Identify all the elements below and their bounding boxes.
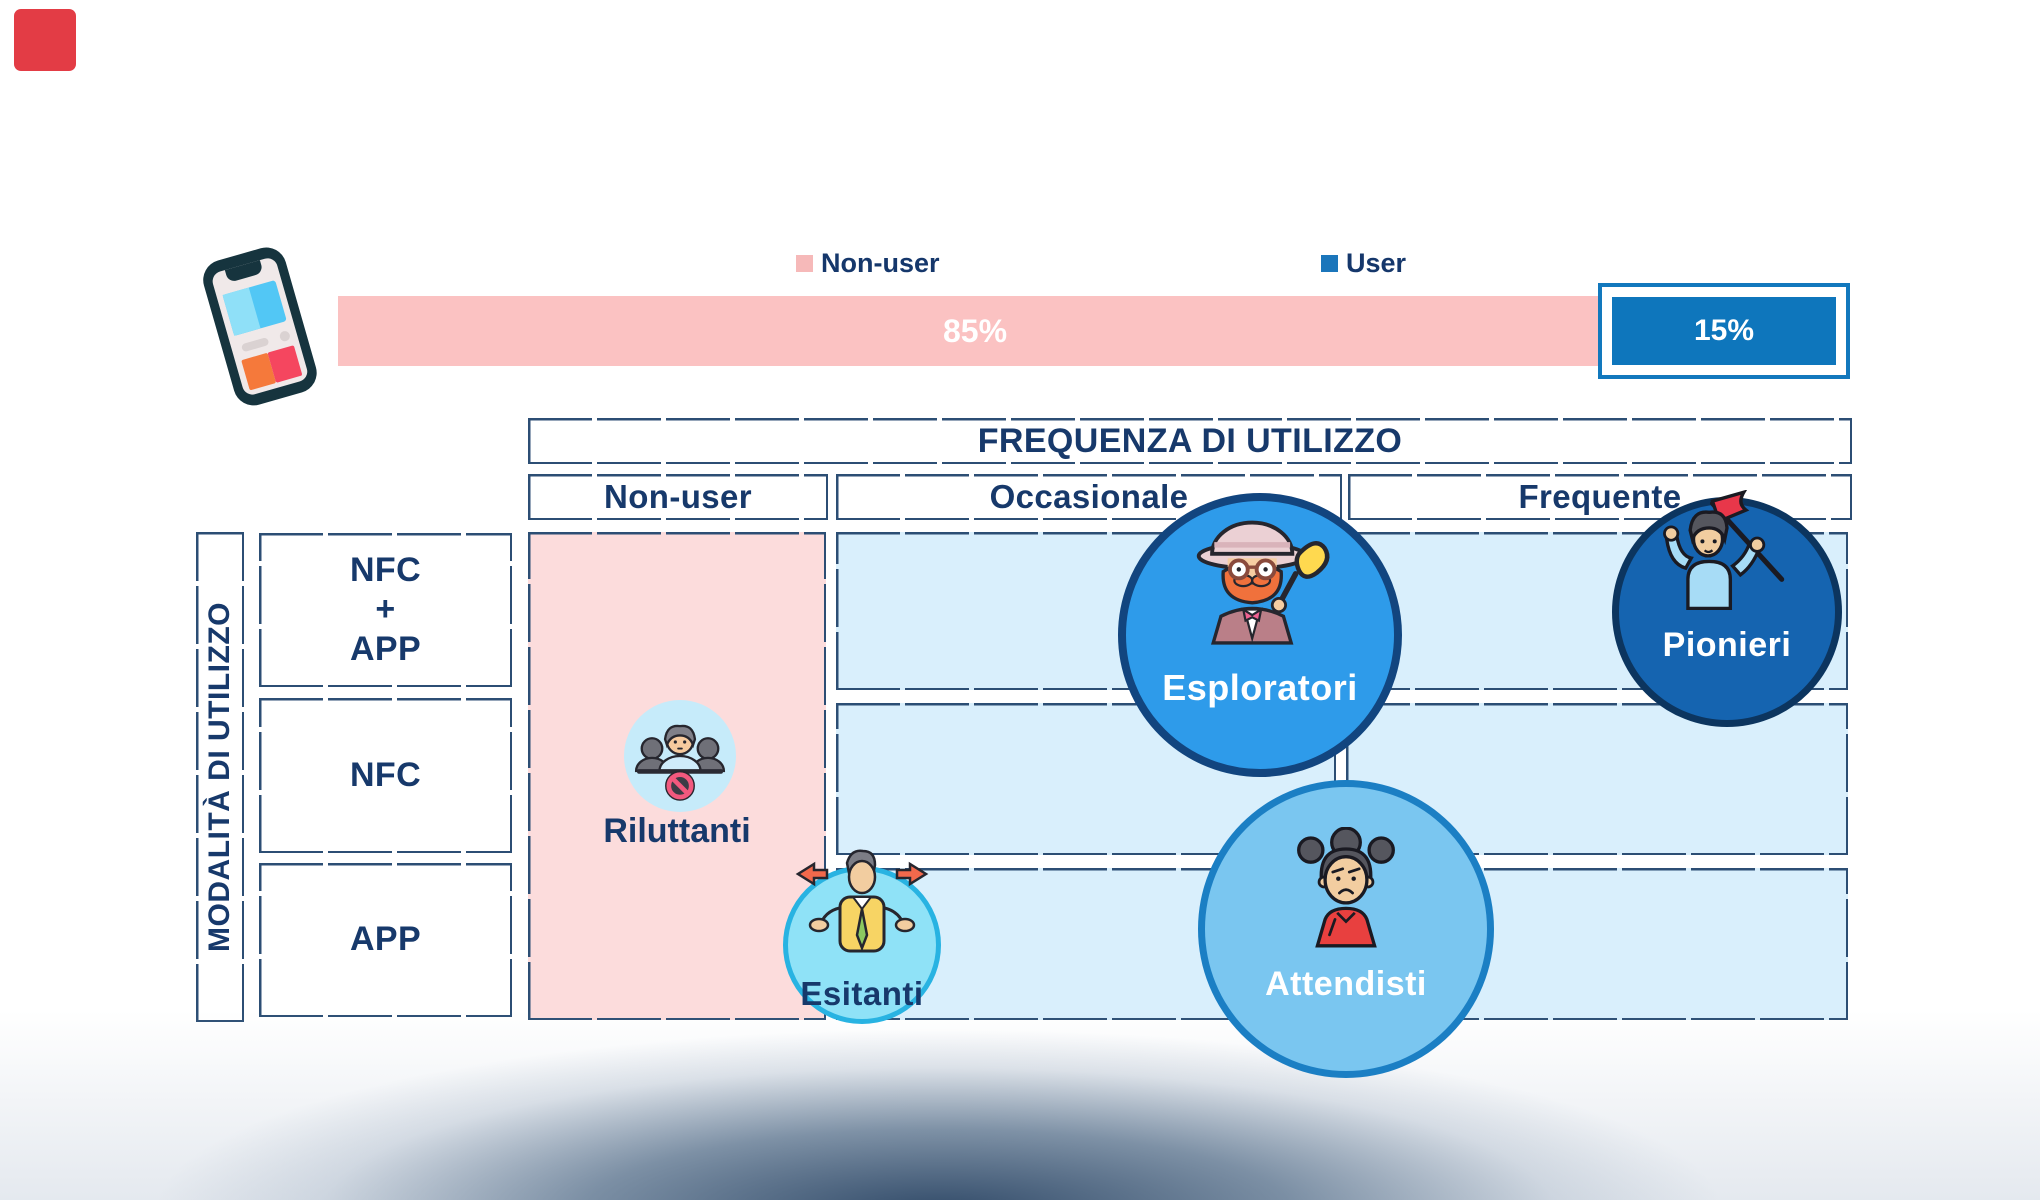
riluttanti-icon-circle [624,700,736,812]
non-user-bar-segment: 85% [338,296,1612,366]
pionieri-label: Pionieri [1662,626,1792,664]
modality-header-label: MODALITÀ DI UTILIZZO [203,602,236,952]
pionieri-bubble: Pionieri [1612,490,1842,727]
non-user-swatch [796,254,813,272]
explorer-icon [1196,520,1330,645]
row-header-nfc: NFC [259,698,512,853]
user-bar-highlight-box: 15% [1598,283,1850,379]
shrugging-person-icon [795,849,929,953]
legend-non-user-label: Non-user [821,247,940,278]
column-header-occasionale-label: Occasionale [989,478,1189,515]
legend-user: User [1321,248,1406,278]
red-corner-mark [14,9,76,71]
riluttanti-label: Riluttanti [528,812,826,851]
user-bar-segment: 15% [1612,297,1836,365]
modality-header: MODALITÀ DI UTILIZZO [196,532,244,1022]
row-header-nfc-label: NFC [349,755,422,794]
smartphone-icon [183,246,333,408]
flag-bearer-icon [1663,490,1785,611]
column-header-non-user: Non-user [528,474,828,520]
worried-woman-icon [1297,827,1395,948]
floor-shadow [0,1010,2040,1200]
row-header-app: APP [259,863,512,1017]
frequency-header: FREQUENZA DI UTILIZZO [528,418,1852,464]
esitanti-label: Esitanti [800,975,924,1012]
frequency-header-label: FREQUENZA DI UTILIZZO [977,421,1403,460]
riluttanti-label-text: Riluttanti [603,812,751,850]
column-header-frequente-label: Frequente [1518,478,1682,515]
row-header-nfc-app-label: NFC + APP [349,551,422,668]
user-swatch [1321,254,1338,272]
row-header-nfc-app: NFC + APP [259,533,512,687]
column-header-non-user-label: Non-user [603,478,753,515]
legend-user-label: User [1346,247,1407,278]
esitanti-bubble: Esitanti [783,849,941,1024]
attendisti-label: Attendisti [1265,965,1427,1003]
esploratori-bubble: Esploratori [1118,493,1402,777]
attendisti-bubble: Attendisti [1198,780,1494,1078]
non-user-bar-value: 85% [942,312,1008,349]
legend-non-user: Non-user [796,248,940,278]
user-bar-value: 15% [1693,314,1755,347]
blocked-group-icon [634,724,726,801]
esploratori-label: Esploratori [1162,667,1358,708]
row-header-app-label: APP [349,920,422,959]
